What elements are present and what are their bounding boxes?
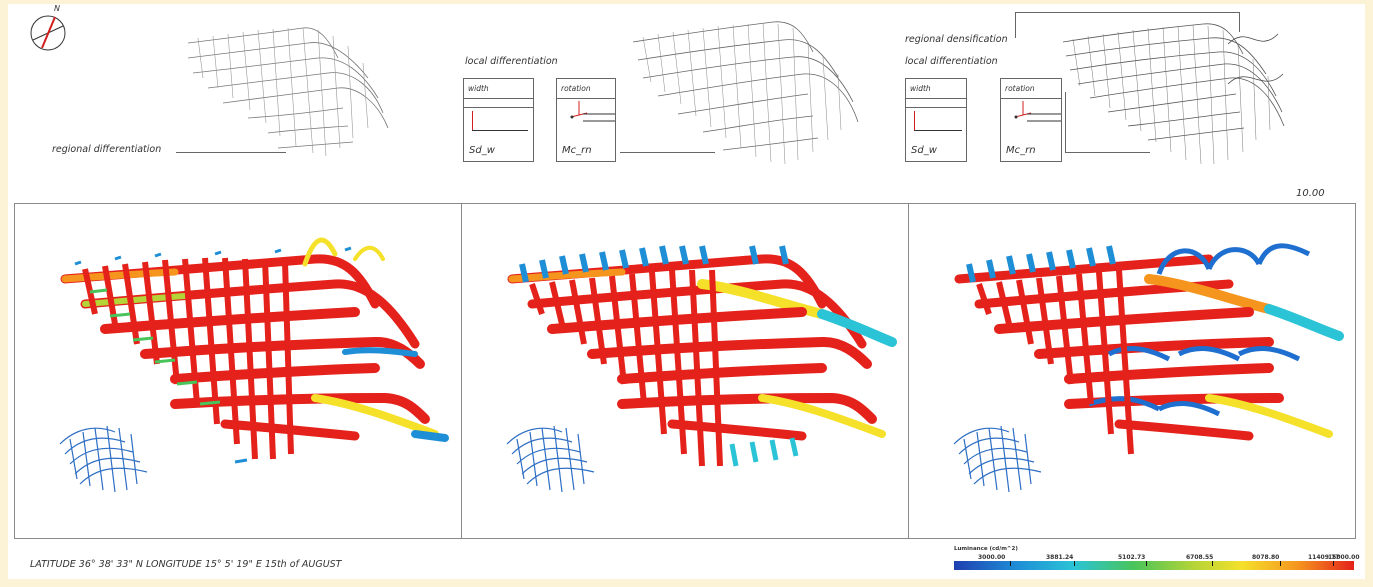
location-caption: LATITUDE 36° 38' 33" N LONGITUDE 15° 5' … [30, 559, 342, 570]
legend-title: Luminance (cd/m^2) [954, 546, 1018, 552]
luminance-legend: Luminance (cd/m^2) 3000.00 3881.24 5102.… [950, 546, 1360, 576]
luminance-panel-3 [908, 203, 1356, 539]
box-code: Mc_rn [1006, 145, 1036, 156]
parameter-box-width-2: width Sd_w [905, 78, 967, 162]
wireframe-local [632, 21, 859, 165]
compass-icon [30, 15, 66, 51]
label-local-differentiation-2: local differentiation [905, 56, 998, 67]
legend-tick: 5102.73 [1118, 554, 1146, 561]
luminance-render-3 [953, 243, 1344, 493]
parameter-box-width-1: width Sd_w [463, 78, 534, 162]
legend-tick: 11409.77 [1308, 554, 1340, 561]
parameter-box-rotation-2: rotation Mc_rn [1000, 78, 1062, 162]
luminance-render-2 [506, 245, 897, 493]
legend-tick: 15000.00 [1328, 554, 1360, 561]
leader-line [620, 152, 715, 153]
box-title: width [906, 79, 966, 99]
wireframe-densification [1062, 23, 1285, 165]
legend-tick: 3000.00 [978, 554, 1006, 561]
box-title: rotation [1001, 79, 1061, 99]
wireframe-regional [187, 27, 389, 157]
box-code: Sd_w [469, 145, 495, 156]
compass-north-label: N [54, 4, 60, 13]
luminance-panel-2 [461, 203, 909, 539]
label-local-differentiation-1: local differentiation [465, 56, 558, 67]
scale-value: 10.00 [1296, 188, 1325, 199]
box-title: rotation [557, 79, 615, 99]
parameter-box-rotation-1: rotation Mc_rn [556, 78, 616, 162]
label-regional-differentiation: regional differentiation [52, 144, 162, 155]
luminance-panel-1 [14, 203, 462, 539]
legend-color-bar [954, 561, 1354, 570]
leader-line [1065, 152, 1150, 153]
box-title: width [464, 79, 533, 99]
leader-line [176, 152, 286, 153]
legend-tick: 3881.24 [1046, 554, 1074, 561]
box-code: Sd_w [911, 145, 937, 156]
poster: N regional differentiation local differe… [8, 4, 1365, 579]
luminance-render-1 [59, 237, 449, 493]
label-regional-densification: regional densification [905, 34, 1008, 45]
box-code: Mc_rn [562, 145, 592, 156]
legend-tick: 8078.80 [1252, 554, 1280, 561]
legend-tick: 6708.55 [1186, 554, 1214, 561]
